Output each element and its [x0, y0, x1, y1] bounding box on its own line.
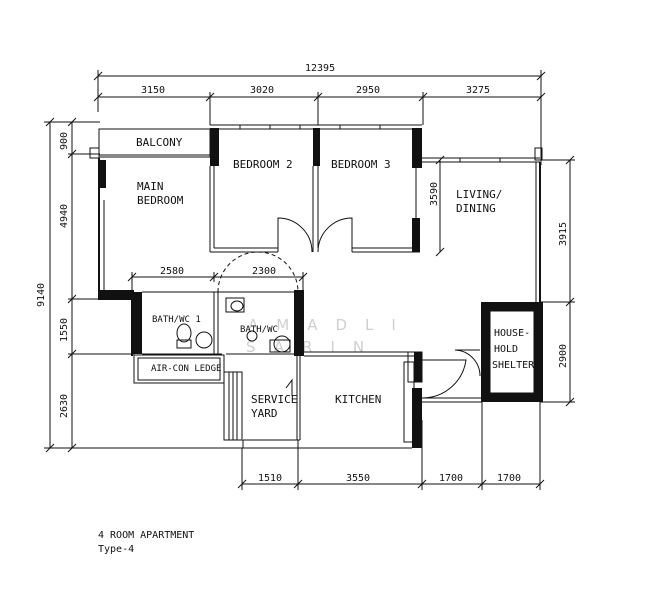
inner-dim-1: 2580: [160, 266, 184, 277]
top-dim-3: 2950: [356, 85, 380, 96]
top-dim-1: 3150: [141, 85, 165, 96]
room-label-shelter: SHELTER: [492, 360, 535, 371]
room-label-shelter: HOLD: [494, 344, 518, 355]
inner-dimensions: [127, 272, 308, 293]
left-dim-2: 4940: [59, 204, 70, 228]
bottom-dim-1: 1510: [258, 473, 282, 484]
left-dim-1: 900: [59, 132, 70, 150]
room-label-shelter: HOUSE-: [494, 328, 530, 339]
bottom-dim-3: 1700: [439, 473, 463, 484]
right-dim-2: 3915: [558, 222, 569, 246]
top-dim-2: 3020: [250, 85, 274, 96]
service-yard-rack: [223, 371, 243, 441]
room-label-main-bedroom: BEDROOM: [137, 194, 184, 207]
room-label-bedroom-2: BEDROOM 2: [233, 158, 293, 171]
wall-columns: [98, 128, 422, 448]
watermark-text: SARIN: [246, 338, 382, 356]
right-dim-3: 2900: [558, 344, 569, 368]
room-label-living: LIVING/: [456, 188, 502, 201]
overall-depth-dim: 9140: [36, 283, 47, 307]
room-label-kitchen: KITCHEN: [335, 393, 381, 406]
left-dim-4: 2630: [59, 394, 70, 418]
right-dim-1: 3590: [429, 182, 440, 206]
bottom-dim-2: 3550: [346, 473, 370, 484]
overall-width-dim: 12395: [305, 63, 335, 74]
watermark-text: AMADLI: [248, 316, 414, 334]
room-label-service-yard: YARD: [251, 407, 278, 420]
bath-fixtures: [176, 297, 291, 353]
household-shelter: [481, 302, 543, 402]
doors: [217, 217, 481, 399]
top-dim-4: 3275: [466, 85, 490, 96]
room-label-service-yard: SERVICE: [251, 393, 297, 406]
kitchen-counter: [403, 351, 423, 443]
inner-dim-2: 2300: [252, 266, 276, 277]
interior-walls: [142, 166, 482, 449]
room-label-aircon-ledge: AIR-CON LEDGE: [151, 364, 221, 374]
room-label-bath-1: BATH/WC 1: [152, 315, 201, 325]
room-label-main-bedroom: MAIN: [137, 180, 164, 193]
right-dimensions: [435, 155, 575, 407]
aircon-ledge: [133, 354, 225, 384]
bottom-dimensions: [237, 402, 545, 490]
plan-subtitle: Type-4: [98, 544, 135, 555]
top-dimensions: [93, 70, 546, 165]
room-label-bedroom-3: BEDROOM 3: [331, 158, 391, 171]
plan-title: 4 ROOM APARTMENT: [98, 530, 195, 541]
bottom-dim-4: 1700: [497, 473, 521, 484]
room-label-living: DINING: [456, 202, 496, 215]
room-label-bath-2: BATH/WC: [240, 325, 278, 335]
left-dimensions: [44, 117, 244, 453]
room-label-balcony: BALCONY: [136, 136, 183, 149]
left-dim-3: 1550: [59, 318, 70, 342]
